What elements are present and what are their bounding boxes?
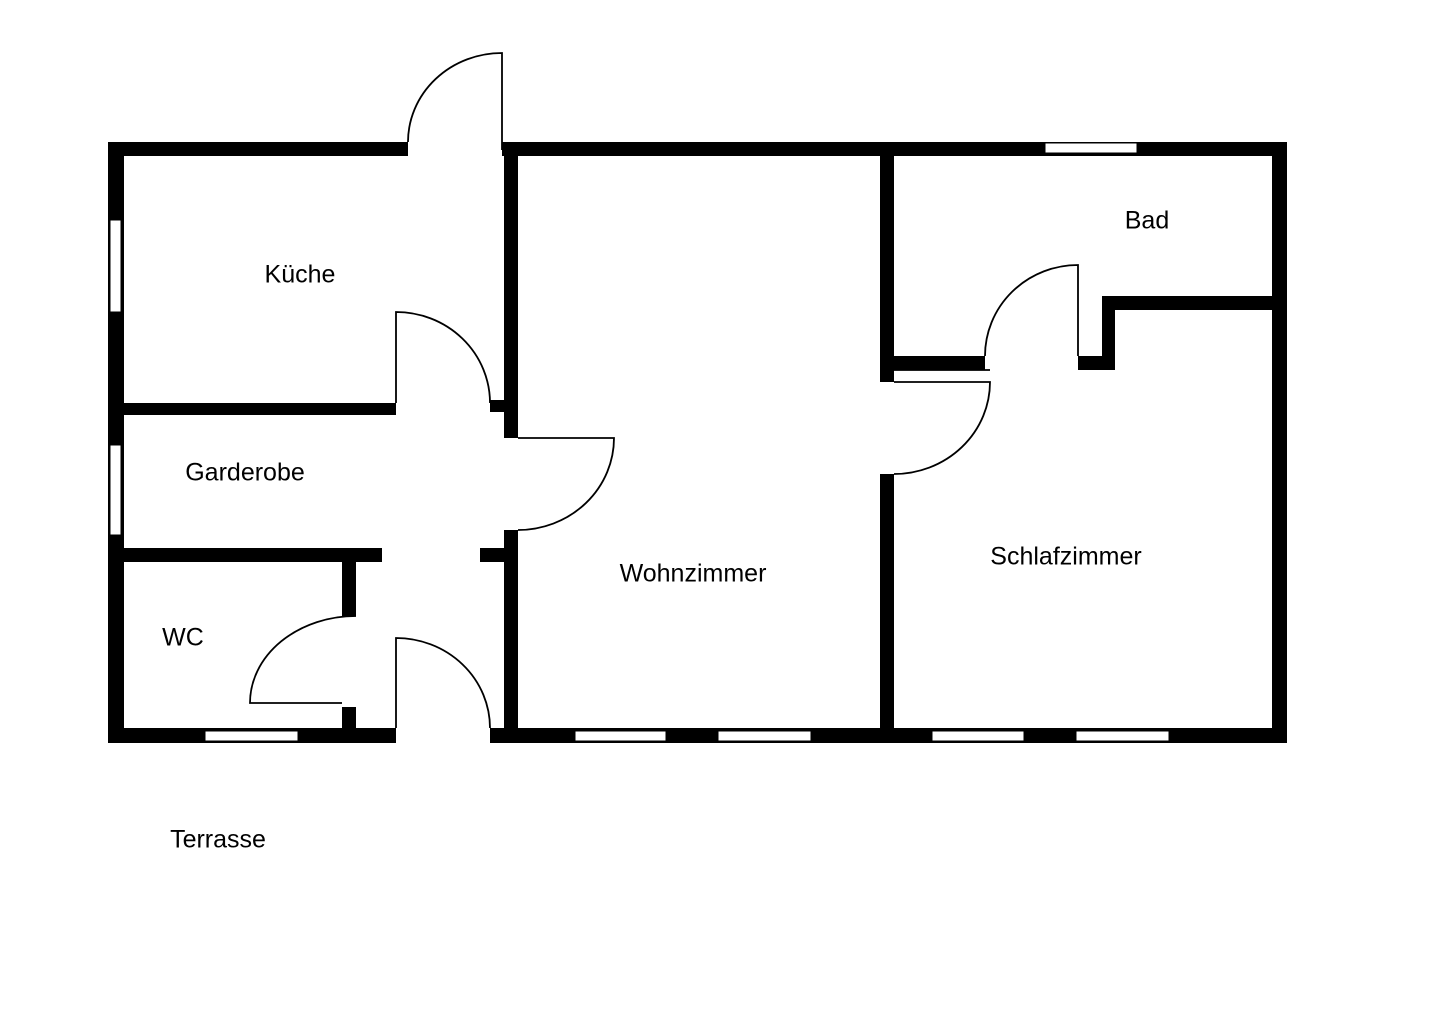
room-label-wohnzimmer: Wohnzimmer bbox=[619, 559, 767, 588]
room-label-kueche: Küche bbox=[264, 260, 336, 289]
room-label-bad: Bad bbox=[1124, 206, 1170, 235]
walls bbox=[108, 142, 1287, 743]
room-label-wc: WC bbox=[162, 623, 204, 652]
room-label-schlafzimmer: Schlafzimmer bbox=[990, 542, 1142, 571]
room-label-terrasse: Terrasse bbox=[170, 825, 266, 854]
doors bbox=[249, 52, 1079, 729]
windows bbox=[109, 142, 1170, 742]
room-label-garderobe: Garderobe bbox=[185, 458, 305, 487]
